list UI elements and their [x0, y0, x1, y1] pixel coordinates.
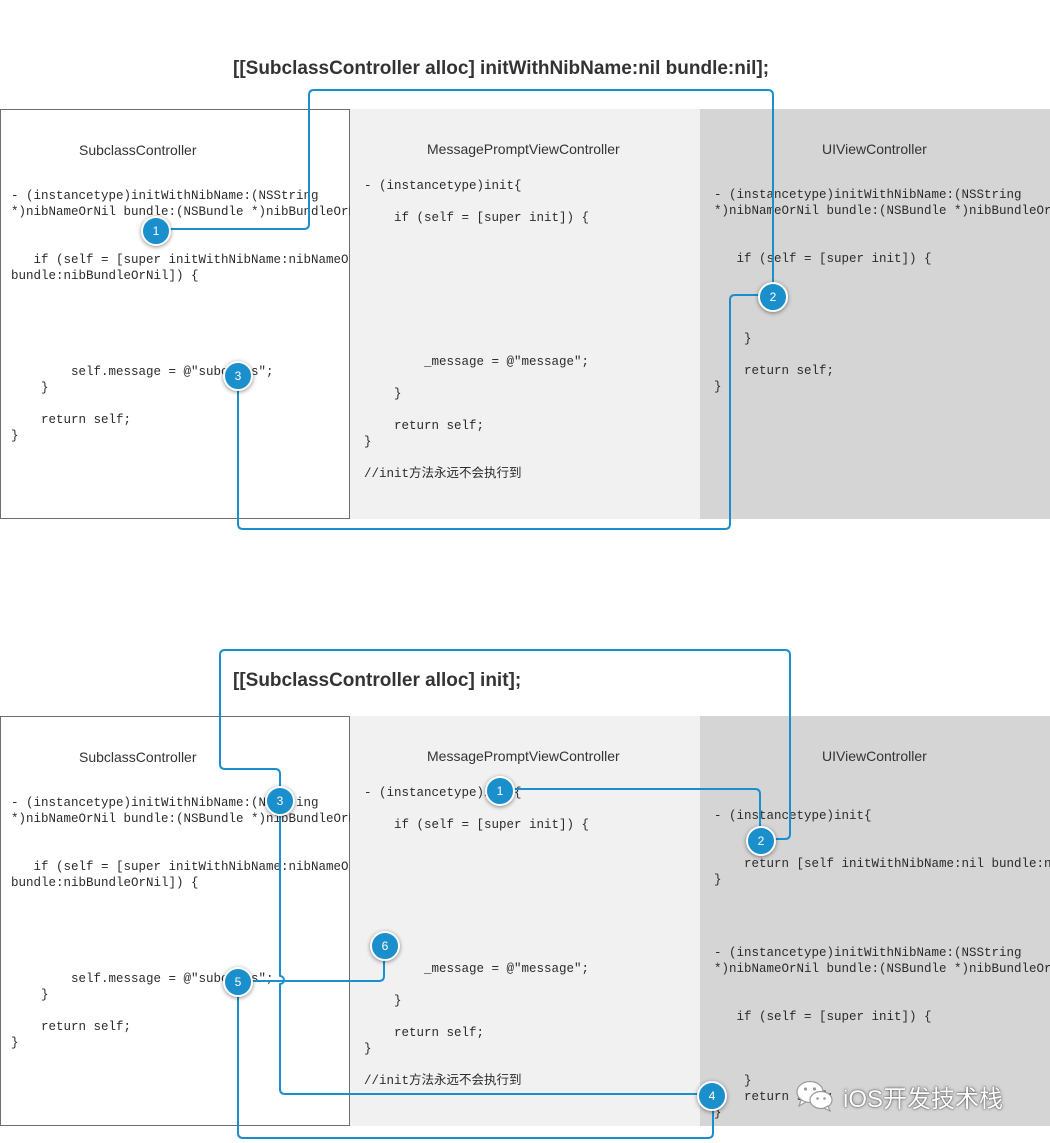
diagram1-message-code: - (instancetype)init{ if (self = [super …: [364, 179, 590, 481]
diagram2-uiview-panel: UIViewController - (instancetype)init{ r…: [700, 716, 1050, 1126]
d2-connector-1-to-2: [512, 788, 761, 826]
d2-step-badge-3: 3: [265, 786, 295, 816]
diagram1-uiview-code: - (instancetype)initWithNibName:(NSStrin…: [714, 188, 1050, 394]
d1-step-badge-2: 2: [758, 282, 788, 312]
diagram1-message-panel: MessagePromptViewController - (instancet…: [350, 109, 700, 519]
wechat-icon: [796, 1080, 833, 1113]
d2-connector-2-to-3: [219, 649, 791, 840]
diagram2-title: [[SubclassController alloc] init];: [233, 670, 522, 691]
diagram2-uiview-code-init: - (instancetype)init{ return [self initW…: [714, 809, 1050, 887]
watermark: iOS开发技术栈: [795, 1078, 1003, 1114]
d2-step-badge-1: 1: [485, 776, 515, 806]
diagram1-title: [[SubclassController alloc] initWithNibN…: [233, 58, 770, 79]
diagram1-subclass-code: - (instancetype)initWithNibName:(NSStrin…: [11, 189, 379, 443]
diagram1-message-title: MessagePromptViewController: [427, 141, 620, 157]
diagram1-subclass-title: SubclassController: [79, 142, 197, 158]
d2-step-badge-6: 6: [370, 931, 400, 961]
d1-connector-1-to-2: [168, 89, 774, 282]
diagram2-message-panel: MessagePromptViewController - (instancet…: [350, 716, 700, 1126]
d2-step-badge-2: 2: [746, 826, 776, 856]
d1-step-badge-3: 3: [223, 361, 253, 391]
d2-connector-5-to-6: [251, 959, 385, 982]
d2-connector-4-to-5: [237, 995, 714, 1139]
diagram2-subclass-panel: SubclassController - (instancetype)initW…: [0, 716, 379, 1126]
d2-step-badge-5: 5: [223, 967, 253, 997]
watermark-text: iOS开发技术栈: [843, 1085, 1004, 1113]
diagram2-subclass-title: SubclassController: [79, 749, 197, 765]
diagram2-subclass-code: - (instancetype)initWithNibName:(NSStrin…: [11, 796, 379, 1050]
d2-connector-3-to-4: [279, 813, 697, 1095]
d1-step-badge-1: 1: [141, 216, 171, 246]
d1-connector-2-to-3: [237, 294, 758, 530]
diagram1-subclass-panel: SubclassController - (instancetype)initW…: [0, 109, 379, 519]
diagram2-uiview-title: UIViewController: [822, 748, 927, 764]
diagram1-uiview-panel: UIViewController - (instancetype)initWit…: [700, 109, 1050, 519]
d2-step-badge-4: 4: [697, 1081, 727, 1111]
diagram1-uiview-title: UIViewController: [822, 141, 927, 157]
diagram2-message-code: - (instancetype)init{ if (self = [super …: [364, 786, 590, 1088]
diagram2-message-title: MessagePromptViewController: [427, 748, 620, 764]
